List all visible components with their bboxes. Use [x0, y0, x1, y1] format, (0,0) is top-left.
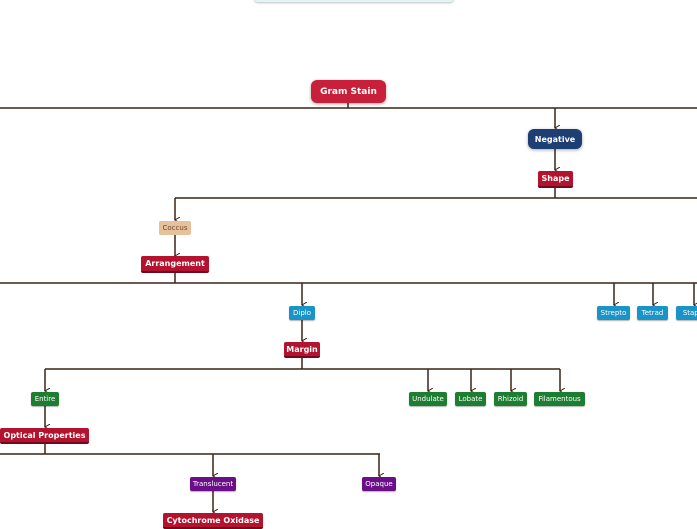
- node-optical-opaque[interactable]: Opaque: [362, 477, 396, 491]
- node-margin-undulate[interactable]: Undulate: [409, 392, 447, 406]
- node-arrangement-staph[interactable]: Staph: [676, 306, 697, 320]
- label-arrangement[interactable]: Arrangement: [141, 256, 209, 273]
- node-arrangement-strepto[interactable]: Strepto: [597, 306, 630, 320]
- label-cytochrome-oxidase[interactable]: Cytochrome Oxidase: [163, 513, 263, 529]
- node-margin-filamentous[interactable]: Filamentous: [534, 392, 585, 406]
- label-shape[interactable]: Shape: [538, 171, 573, 188]
- node-margin-lobate[interactable]: Lobate: [455, 392, 486, 406]
- label-optical-properties[interactable]: Optical Properties: [0, 428, 89, 444]
- node-gram-stain[interactable]: Gram Stain: [311, 80, 386, 103]
- node-margin-entire[interactable]: Entire: [31, 392, 59, 406]
- top-panel-edge: [254, 0, 454, 2]
- node-arrangement-diplo[interactable]: Diplo: [289, 306, 315, 320]
- node-margin-rhizoid[interactable]: Rhizoid: [494, 392, 527, 406]
- node-coccus[interactable]: Coccus: [159, 221, 191, 235]
- node-arrangement-tetrad[interactable]: Tetrad: [637, 306, 668, 320]
- node-optical-translucent[interactable]: Translucent: [190, 477, 236, 491]
- node-negative[interactable]: Negative: [528, 129, 582, 149]
- label-margin[interactable]: Margin: [284, 342, 320, 358]
